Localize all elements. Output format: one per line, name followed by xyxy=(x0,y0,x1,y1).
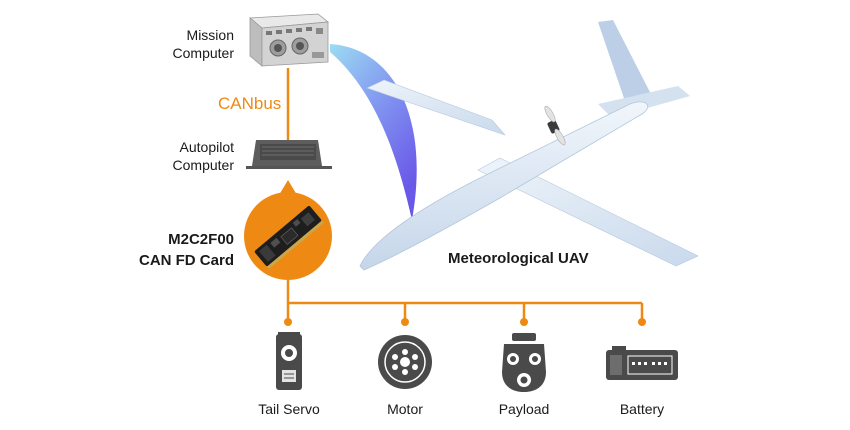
card-callout xyxy=(244,180,332,280)
bus-node xyxy=(401,318,409,326)
motor-icon xyxy=(378,335,432,389)
peripheral-label-payload: Payload xyxy=(498,401,550,417)
peripheral-label-battery: Battery xyxy=(619,401,665,417)
autopilot-computer-label-line1: Autopilot xyxy=(179,139,234,155)
can-fd-card-label-line2: CAN FD Card xyxy=(138,252,234,269)
mission-computer-label-line2: Computer xyxy=(172,45,234,61)
uav-near-wing xyxy=(477,157,699,267)
uav-prop-blade xyxy=(544,105,556,123)
datalink-beam xyxy=(330,44,417,220)
bus-node xyxy=(284,318,292,326)
uav-label: Meteorological UAV xyxy=(448,250,589,267)
peripheral-label-tail-servo: Tail Servo xyxy=(258,401,320,417)
uav-illustration xyxy=(359,20,699,271)
autopilot-computer-label-line2: Computer xyxy=(172,157,234,173)
can-fd-card-label-line1: M2C2F00 xyxy=(168,231,234,248)
battery-icon xyxy=(606,346,678,380)
bus-node xyxy=(638,318,646,326)
servo-icon xyxy=(276,332,302,390)
mission-computer-label-line1: Mission xyxy=(186,27,234,43)
mission-computer-label: Mission Computer xyxy=(160,26,234,62)
autopilot-computer-device xyxy=(246,140,332,169)
mission-computer-device xyxy=(248,13,330,67)
can-fd-card-label: M2C2F00 CAN FD Card xyxy=(110,229,234,271)
autopilot-computer-label: Autopilot Computer xyxy=(150,138,234,174)
peripheral-label-motor: Motor xyxy=(387,401,423,417)
uav-far-wing xyxy=(366,79,506,136)
uav-fuselage xyxy=(359,101,649,271)
uav-prop-blade xyxy=(554,128,566,146)
uav-vertical-tail xyxy=(598,20,653,110)
canbus-label: CANbus xyxy=(218,94,282,113)
camera-gimbal-icon xyxy=(502,333,546,392)
bus-node xyxy=(520,318,528,326)
